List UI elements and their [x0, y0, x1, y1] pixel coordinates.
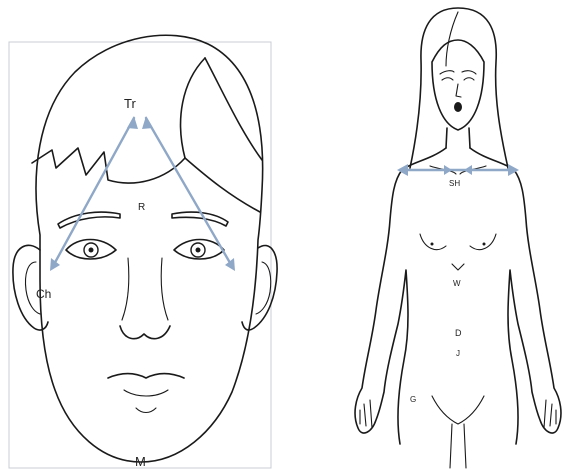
- body-outline-right: [470, 148, 561, 444]
- label-navel-lower: J: [456, 349, 460, 358]
- body-panel: SH W D J G: [355, 8, 561, 468]
- face-eye-left: [66, 240, 116, 260]
- body-hand-left-fingers: [360, 400, 372, 428]
- face-mouth: [108, 374, 184, 379]
- face-ear-right-inner: [256, 262, 271, 314]
- face-nose-bridge-right: [161, 258, 168, 320]
- face-lower-lip: [124, 390, 168, 396]
- face-hair-strand-1: [181, 58, 205, 158]
- body-measure-lines: [397, 164, 519, 176]
- face-eyebrow-right: [172, 212, 228, 226]
- body-neck: [446, 128, 470, 148]
- measure-arrowhead-tr-left: [127, 116, 138, 129]
- label-shoulders: SH: [449, 179, 460, 188]
- body-hand-right-fingers: [544, 400, 556, 428]
- face-eye-right: [174, 240, 224, 260]
- body-nipple-right: [483, 243, 486, 246]
- body-leg-inner-left: [450, 424, 452, 468]
- label-menton: M: [135, 454, 146, 469]
- body-eyebrow-left: [440, 71, 454, 74]
- label-trichion: Tr: [124, 96, 136, 111]
- body-breast-left: [420, 234, 446, 250]
- body-leg-inner-right: [464, 424, 466, 468]
- body-breast-right: [470, 234, 496, 250]
- body-hair-outline: [410, 8, 508, 168]
- measure-arrowhead-center-right: [464, 165, 472, 175]
- body-hair-part: [446, 12, 458, 66]
- measure-arrowhead-ch: [50, 258, 60, 271]
- label-waist: W: [453, 279, 461, 288]
- face-chin-dimple: [136, 408, 156, 413]
- body-outline-left: [355, 148, 446, 444]
- face-measure-lines: [50, 116, 235, 271]
- body-eye-left: [442, 78, 453, 80]
- face-nose-bridge-left: [122, 258, 129, 320]
- body-eye-right: [464, 78, 474, 80]
- measure-line-tr-left: [52, 118, 134, 268]
- label-hand: G: [410, 395, 416, 404]
- face-panel: Tr R Ch M: [9, 35, 277, 469]
- face-nose-tip: [120, 326, 170, 339]
- body-rib-mark: [452, 264, 464, 270]
- label-navel: D: [455, 328, 462, 338]
- body-nipple-left: [431, 243, 434, 246]
- body-mouth: [454, 102, 462, 112]
- body-nose: [456, 84, 461, 97]
- body-pelvis: [432, 396, 484, 424]
- face-hair-strand-3: [205, 58, 262, 160]
- measure-arrowhead-center-left: [444, 165, 452, 175]
- label-cheek-left: Ch: [36, 287, 51, 301]
- label-face-center: R: [138, 202, 145, 213]
- measure-line-tr-right: [146, 118, 233, 268]
- measure-arrowhead-right: [225, 258, 235, 271]
- body-eyebrow-right: [462, 71, 476, 74]
- measure-arrowhead-tr-right: [142, 116, 153, 129]
- face-eyebrow-left: [58, 212, 120, 228]
- face-ear-right: [242, 245, 277, 330]
- face-head-outline: [36, 35, 263, 462]
- face-panel-frame: [9, 42, 271, 468]
